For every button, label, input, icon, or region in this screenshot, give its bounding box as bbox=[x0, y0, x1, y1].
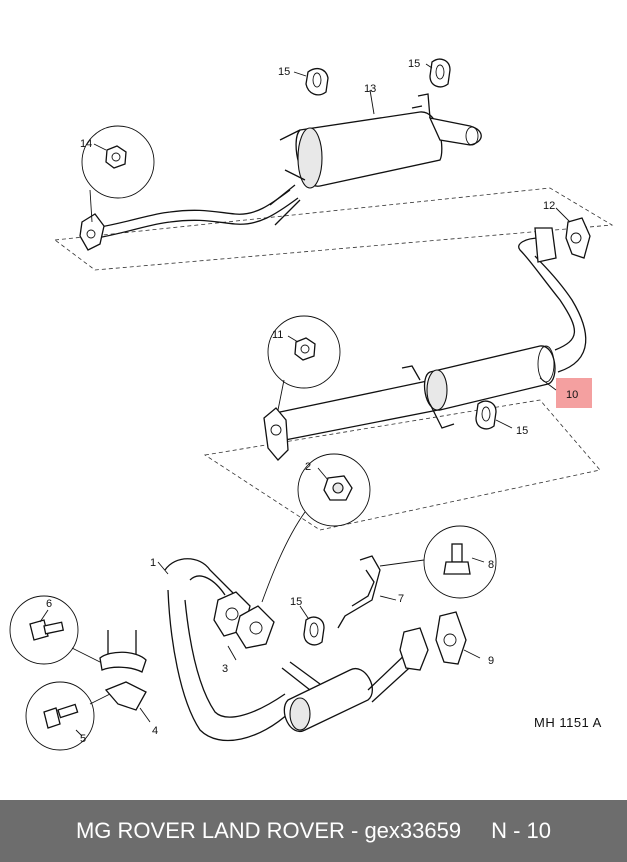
callout-7: 7 bbox=[398, 593, 404, 605]
footer-page-code: N - 10 bbox=[491, 818, 552, 843]
callout-13: 13 bbox=[364, 83, 376, 95]
callout-10: 10 bbox=[566, 389, 578, 401]
callout-12: 12 bbox=[543, 200, 555, 212]
callout-15: 15 bbox=[408, 58, 420, 70]
rubber-mount-15-b bbox=[429, 58, 451, 88]
rear-silencer bbox=[295, 111, 443, 187]
callout-15: 15 bbox=[516, 425, 528, 437]
callout-14: 14 bbox=[80, 138, 92, 150]
intermediate-pipe-assembly bbox=[203, 207, 601, 531]
diagram-reference-code: MH 1151 A bbox=[534, 715, 602, 730]
exhaust-system-diagram: 15 15 13 14 12 11 10 15 2 1 8 7 15 6 9 3… bbox=[9, 58, 614, 751]
callout-15: 15 bbox=[278, 66, 290, 78]
front-downpipe-assembly bbox=[9, 453, 497, 751]
bolt-6-icon bbox=[29, 619, 49, 641]
callout-1: 1 bbox=[150, 557, 156, 569]
callout-11: 11 bbox=[272, 329, 283, 341]
footer-brand-text: MG ROVER LAND ROVER - gex33659 bbox=[75, 818, 462, 843]
rubber-mount-15-d bbox=[303, 616, 325, 646]
rubber-mount-15-c bbox=[475, 400, 497, 430]
callout-9: 9 bbox=[488, 655, 494, 667]
callout-6: 6 bbox=[46, 598, 52, 610]
callout-15: 15 bbox=[290, 596, 302, 608]
nut-14-icon bbox=[105, 145, 127, 169]
callout-3: 3 bbox=[222, 663, 228, 675]
rear-flange bbox=[79, 213, 105, 251]
nut-11-icon bbox=[294, 337, 316, 361]
bracket-4 bbox=[104, 681, 147, 711]
flange-9 bbox=[435, 611, 467, 665]
callout-5: 5 bbox=[80, 733, 86, 745]
callout-4: 4 bbox=[152, 725, 158, 737]
callout-2: 2 bbox=[305, 461, 311, 473]
callout-labels: 15 15 13 14 12 11 10 15 2 1 8 7 15 6 9 3… bbox=[46, 58, 578, 745]
downpipe-flange-b bbox=[235, 605, 275, 649]
clamp bbox=[99, 651, 147, 673]
flange-12 bbox=[565, 217, 591, 259]
callout-8: 8 bbox=[488, 559, 494, 571]
bolt-5-icon bbox=[43, 707, 61, 729]
flange-left bbox=[263, 407, 289, 461]
rear-silencer-assembly bbox=[53, 58, 614, 271]
footer-bar: MG ROVER LAND ROVER - gex33659 N - 10 bbox=[0, 800, 627, 862]
rubber-mount-15-a bbox=[305, 67, 329, 96]
highlight-10 bbox=[556, 378, 592, 408]
bolt-8-icon bbox=[451, 543, 463, 563]
